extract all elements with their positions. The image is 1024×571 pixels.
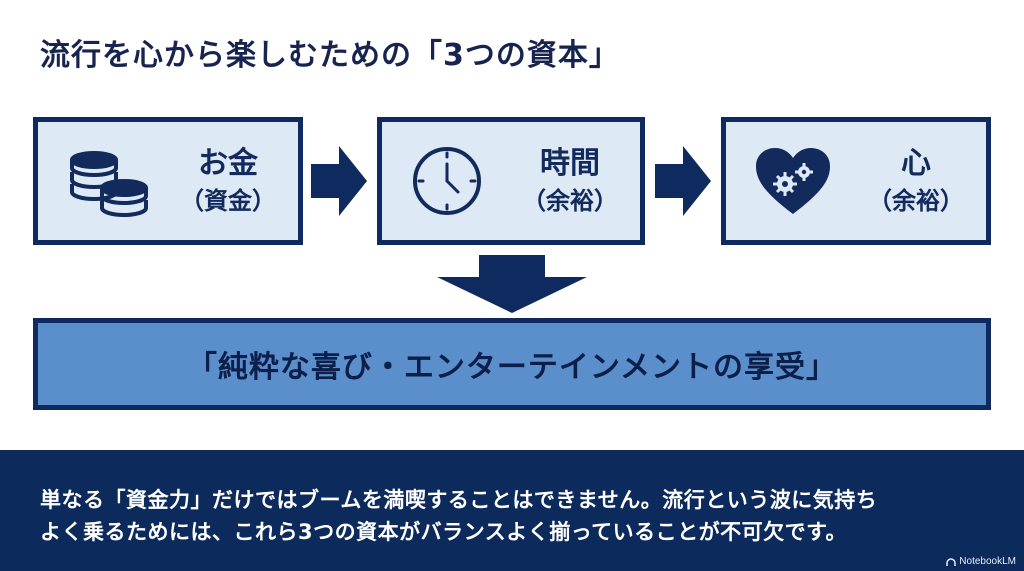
- arrow-right-icon: [311, 146, 367, 216]
- capital-money-label: お金: [198, 146, 258, 181]
- capital-time-sub: （余裕）: [522, 187, 618, 215]
- capital-money-sub: （資金）: [180, 187, 276, 215]
- capital-heart-sub: （余裕）: [868, 187, 964, 215]
- arrow-right-icon: [655, 146, 711, 216]
- footer-line-2: よく乗るためには、これら3つの資本がバランスよく揃っていることが不可欠です。: [40, 520, 848, 544]
- notebooklm-logo-icon: [946, 557, 957, 566]
- page-title: 流行を心から楽しむための「3つの資本」: [40, 38, 620, 73]
- heart-gears-icon: [756, 148, 830, 214]
- capital-box-heart: 心 （余裕）: [721, 117, 991, 245]
- footer-panel: 単なる「資金力」だけではブームを満喫することはできません。流行という波に気持ち …: [0, 450, 1024, 571]
- footer-line-1: 単なる「資金力」だけではブームを満喫することはできません。流行という波に気持ち: [40, 488, 878, 512]
- coins-icon: [70, 151, 148, 217]
- capital-box-time: 時間 （余裕）: [377, 117, 645, 245]
- result-text: 「純粋な喜び・エンターテインメントの享受」: [186, 350, 838, 385]
- notebooklm-badge: NotebookLM: [946, 556, 1016, 567]
- capital-box-money: お金 （資金）: [33, 117, 303, 245]
- result-banner: 「純粋な喜び・エンターテインメントの享受」: [33, 318, 991, 410]
- notebooklm-label: NotebookLM: [959, 556, 1016, 567]
- capital-heart-label: 心: [901, 146, 931, 181]
- clock-icon: [413, 147, 481, 215]
- arrow-down-icon: [437, 255, 587, 313]
- capital-time-label: 時間: [540, 146, 600, 181]
